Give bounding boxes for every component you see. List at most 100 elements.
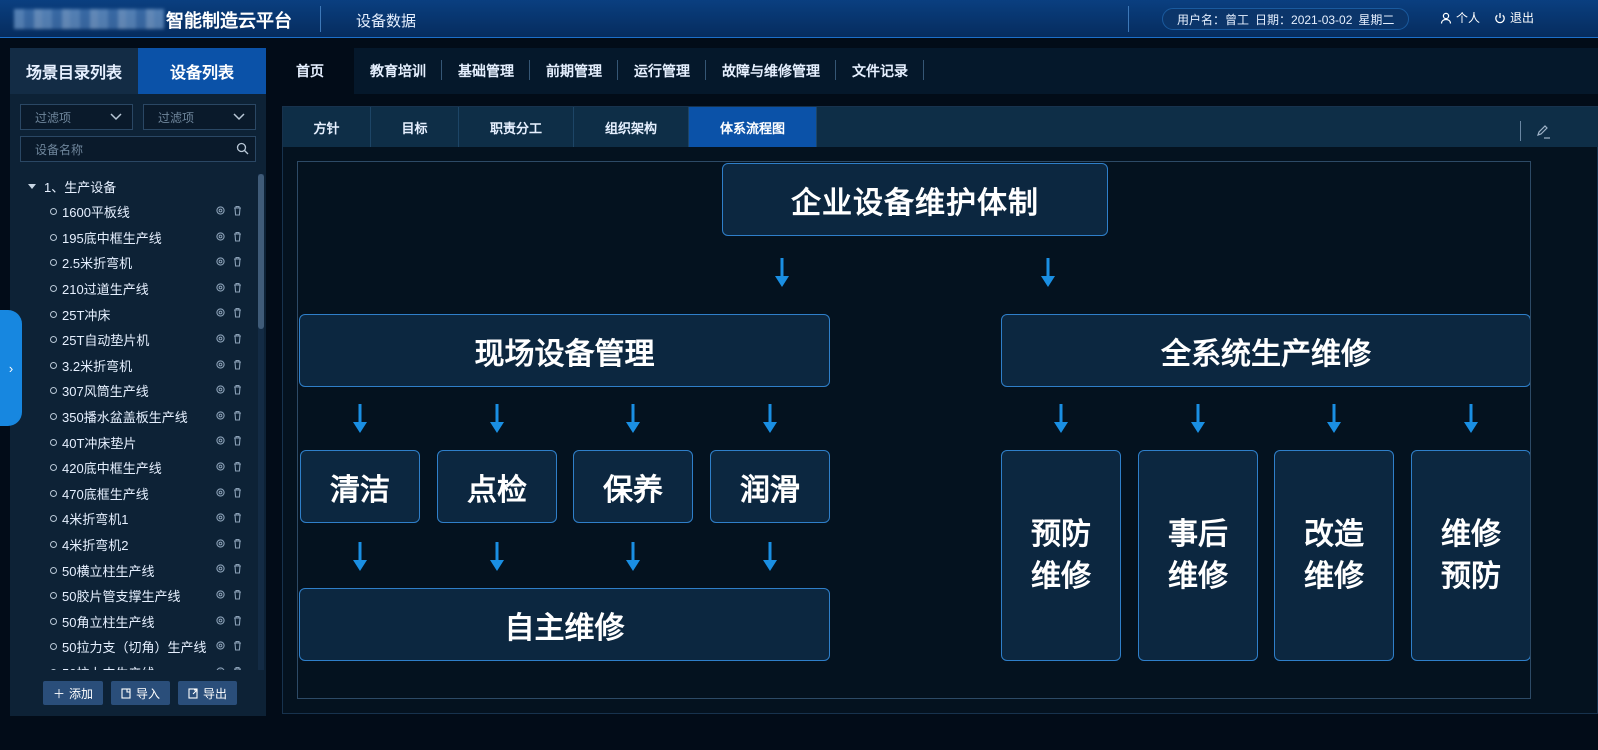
trash-icon[interactable] — [232, 538, 243, 549]
tree-item[interactable]: 1600平板线 — [10, 199, 256, 225]
tree-item-actions — [215, 487, 243, 498]
tree-item[interactable]: 50胶片管支撑生产线 — [10, 583, 256, 609]
node-line: 预防 — [1031, 517, 1091, 551]
tree-item[interactable]: 50角立柱生产线 — [10, 609, 256, 635]
tab-scene-catalog[interactable]: 场景目录列表 — [10, 48, 138, 94]
import-button[interactable]: 导入 — [111, 681, 171, 705]
settings-icon[interactable] — [215, 461, 226, 472]
tab-org-structure[interactable]: 组织架构 — [574, 107, 689, 147]
nav-early-management[interactable]: 前期管理 — [530, 48, 618, 94]
tree-item[interactable]: 4米折弯机2 — [10, 532, 256, 558]
trash-icon[interactable] — [232, 615, 243, 626]
filter-select-1[interactable]: 过滤项 — [20, 104, 133, 130]
trash-icon[interactable] — [232, 307, 243, 318]
settings-icon[interactable] — [215, 282, 226, 293]
tree-item-label: 50角立柱生产线 — [62, 614, 155, 630]
settings-icon[interactable] — [215, 410, 226, 421]
nav-fault-maintenance[interactable]: 故障与维修管理 — [706, 48, 836, 94]
tab-responsibilities[interactable]: 职责分工 — [459, 107, 574, 147]
tree-item[interactable]: 40T冲床垫片 — [10, 429, 256, 455]
company-logo — [14, 9, 164, 29]
tree-item[interactable]: 50拉力支生产线 — [10, 660, 256, 670]
tab-policy[interactable]: 方针 — [283, 107, 371, 147]
settings-icon[interactable] — [215, 384, 226, 395]
trash-icon[interactable] — [232, 666, 243, 670]
tab-system-flowchart[interactable]: 体系流程图 — [689, 107, 817, 147]
trash-icon[interactable] — [232, 256, 243, 267]
settings-icon[interactable] — [215, 231, 226, 242]
trash-icon[interactable] — [232, 205, 243, 216]
tree-item[interactable]: 210过道生产线 — [10, 276, 256, 302]
settings-icon[interactable] — [215, 512, 226, 523]
trash-icon[interactable] — [232, 282, 243, 293]
tab-goals[interactable]: 目标 — [371, 107, 459, 147]
settings-icon[interactable] — [215, 205, 226, 216]
nav-home[interactable]: 首页 — [266, 48, 354, 94]
nav-operation-management[interactable]: 运行管理 — [618, 48, 706, 94]
device-search-input[interactable]: 设备名称 — [20, 136, 256, 162]
edit-pencil-icon[interactable] — [1535, 123, 1551, 139]
tree-item[interactable]: 195底中框生产线 — [10, 225, 256, 251]
tree-item[interactable]: 470底框生产线 — [10, 481, 256, 507]
nav-training[interactable]: 教育培训 — [354, 48, 442, 94]
filter-select-label: 过滤项 — [35, 110, 72, 125]
caret-down-icon[interactable] — [28, 183, 36, 190]
node-line: 维修 — [1304, 559, 1364, 593]
tree-item-label: 4米折弯机1 — [62, 512, 129, 528]
trash-icon[interactable] — [232, 487, 243, 498]
search-icon[interactable] — [236, 142, 249, 155]
nav-basic-management[interactable]: 基础管理 — [442, 48, 530, 94]
settings-icon[interactable] — [215, 359, 226, 370]
trash-icon[interactable] — [232, 512, 243, 523]
tree-item[interactable]: 25T冲床 — [10, 301, 256, 327]
tree-scrollbar-track[interactable] — [258, 174, 264, 670]
tree-item[interactable]: 4米折弯机1 — [10, 506, 256, 532]
sidebar-toggle-handle[interactable]: › — [0, 310, 22, 426]
trash-icon[interactable] — [232, 231, 243, 242]
tree-root-node[interactable]: 1、生产设备 — [10, 174, 256, 199]
tree-item[interactable]: 350播水盆盖板生产线 — [10, 404, 256, 430]
user-info: 用户名：曾工 日期：2021-03-02 星期二 — [1162, 8, 1410, 30]
top-header: 智能制造云平台 设备数据 用户名：曾工 日期：2021-03-02 星期二 个人… — [0, 0, 1598, 38]
tree-item[interactable]: 2.5米折弯机 — [10, 250, 256, 276]
settings-icon[interactable] — [215, 333, 226, 344]
tree-item[interactable]: 25T自动垫片机 — [10, 327, 256, 353]
tree-scrollbar-thumb[interactable] — [258, 174, 264, 329]
tree-item-label: 195底中框生产线 — [62, 230, 162, 246]
header-divider — [1128, 6, 1129, 32]
trash-icon[interactable] — [232, 640, 243, 651]
settings-icon[interactable] — [215, 666, 226, 670]
trash-icon[interactable] — [232, 435, 243, 446]
trash-icon[interactable] — [232, 589, 243, 600]
settings-icon[interactable] — [215, 538, 226, 549]
settings-icon[interactable] — [215, 563, 226, 574]
tree-node-dot — [50, 489, 57, 497]
logout-button[interactable]: 退出 — [1494, 9, 1534, 26]
settings-icon[interactable] — [215, 589, 226, 600]
add-button[interactable]: ＋ 添加 — [43, 681, 104, 705]
filter-select-2[interactable]: 过滤项 — [143, 104, 256, 130]
settings-icon[interactable] — [215, 487, 226, 498]
trash-icon[interactable] — [232, 461, 243, 472]
tree-item[interactable]: 307风筒生产线 — [10, 378, 256, 404]
trash-icon[interactable] — [232, 384, 243, 395]
trash-icon[interactable] — [232, 563, 243, 574]
trash-icon[interactable] — [232, 333, 243, 344]
tree-item[interactable]: 50横立柱生产线 — [10, 557, 256, 583]
export-button[interactable]: 导出 — [178, 681, 238, 705]
tab-device-list[interactable]: 设备列表 — [138, 48, 266, 94]
settings-icon[interactable] — [215, 640, 226, 651]
settings-icon[interactable] — [215, 435, 226, 446]
tree-item[interactable]: 420底中框生产线 — [10, 455, 256, 481]
settings-icon[interactable] — [215, 307, 226, 318]
nav-file-records[interactable]: 文件记录 — [836, 48, 924, 94]
tree-item[interactable]: 50拉力支（切角）生产线 — [10, 634, 256, 660]
settings-icon[interactable] — [215, 615, 226, 626]
date-label: 日期：2021-03-02 — [1255, 12, 1353, 27]
trash-icon[interactable] — [232, 410, 243, 421]
personal-button[interactable]: 个人 — [1440, 9, 1480, 26]
settings-icon[interactable] — [215, 256, 226, 267]
tree-item[interactable]: 3.2米折弯机 — [10, 353, 256, 379]
trash-icon[interactable] — [232, 359, 243, 370]
tree-item-actions — [215, 512, 243, 523]
